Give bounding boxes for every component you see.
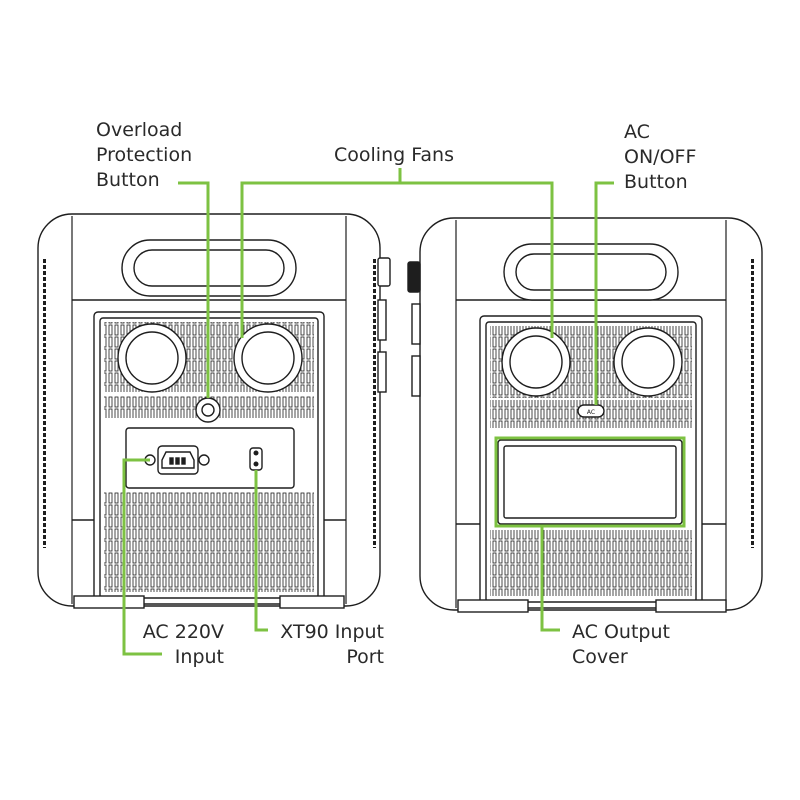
callout-ac-switch (594, 181, 614, 405)
callout-cooling-fans (240, 181, 554, 338)
label-cooling-fans: Cooling Fans (334, 144, 454, 166)
callout-xt90 (254, 470, 268, 632)
callout-overload (178, 181, 210, 398)
switch-label: AC (587, 409, 595, 416)
label-overload-protection-button: Overload Protection Button (96, 119, 193, 191)
label-ac-output-cover: AC Output Cover (572, 621, 670, 668)
callout-ac-cover-box (494, 436, 686, 528)
label-ac-220v-input: AC 220V Input (142, 621, 224, 668)
callout-ac-cover (540, 526, 560, 632)
callout-lines (122, 168, 686, 656)
label-ac-on-off-button: AC ON/OFF Button (624, 121, 697, 193)
right-unit (407, 217, 763, 613)
label-xt90-input-port: XT90 Input Port (280, 621, 384, 668)
callout-ac-input (122, 458, 162, 656)
left-unit (37, 213, 391, 609)
